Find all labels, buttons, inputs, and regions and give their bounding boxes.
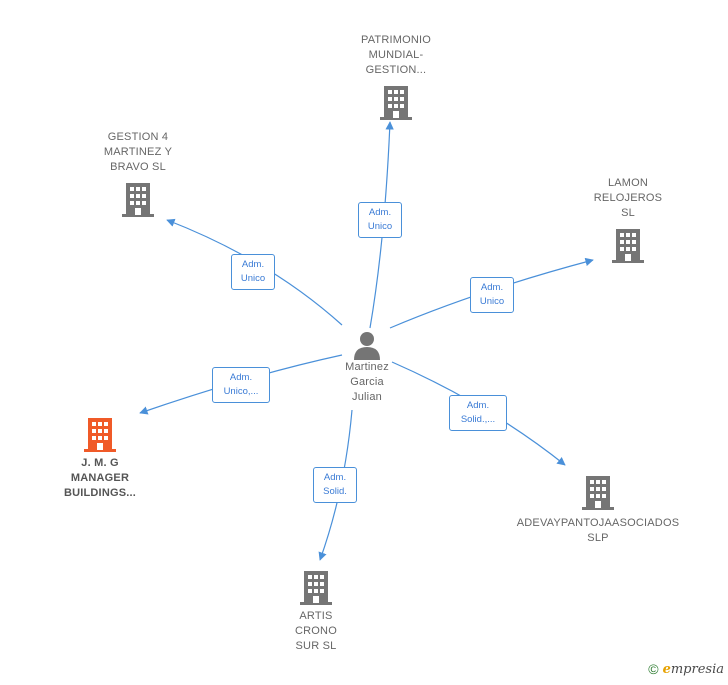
company-node-adevay[interactable]: ADEVAYPANTOJAASOCIADOS SLP (508, 474, 688, 546)
building-icon (612, 229, 644, 263)
person-icon (354, 332, 380, 360)
edge-label-artis[interactable]: Adm. Solid. (313, 467, 357, 503)
building-icon-highlighted (84, 418, 116, 452)
company-name: ADEVAYPANTOJAASOCIADOS SLP (516, 517, 680, 544)
company-name: PATRIMONIO MUNDIAL- GESTION... (360, 34, 432, 76)
edge-label-adevay[interactable]: Adm. Solid.,... (449, 395, 507, 431)
footer-brand: © empresia (648, 661, 724, 677)
company-node-artis[interactable]: ARTIS CRONO SUR SL (276, 569, 356, 654)
copyright-icon: © (648, 661, 659, 677)
edge-label-lamon[interactable]: Adm. Unico (470, 277, 514, 313)
company-node-patrimonio[interactable]: PATRIMONIO MUNDIAL- GESTION... (336, 33, 456, 120)
brand-logo: empresia (662, 661, 724, 677)
building-icon (300, 571, 332, 605)
company-node-jmg[interactable]: J. M. G MANAGER BUILDINGS... (40, 416, 160, 501)
building-icon (582, 476, 614, 510)
company-node-gestion4[interactable]: GESTION 4 MARTINEZ Y BRAVO SL (78, 130, 198, 217)
edge-label-patrimonio[interactable]: Adm. Unico (358, 202, 402, 238)
building-icon (380, 86, 412, 120)
person-name: Martinez Garcia Julian (345, 361, 389, 403)
company-name: GESTION 4 MARTINEZ Y BRAVO SL (103, 131, 173, 173)
company-node-lamon[interactable]: LAMON RELOJEROS SL (578, 176, 678, 263)
person-node-martinez-garcia-julian[interactable]: Martinez Garcia Julian (327, 330, 407, 405)
company-name: ARTIS CRONO SUR SL (295, 610, 337, 652)
edge-label-jmg[interactable]: Adm. Unico,... (212, 367, 270, 403)
building-icon (122, 183, 154, 217)
company-name: J. M. G MANAGER BUILDINGS... (63, 457, 137, 499)
edge-label-gestion4[interactable]: Adm. Unico (231, 254, 275, 290)
company-name: LAMON RELOJEROS SL (593, 177, 663, 219)
